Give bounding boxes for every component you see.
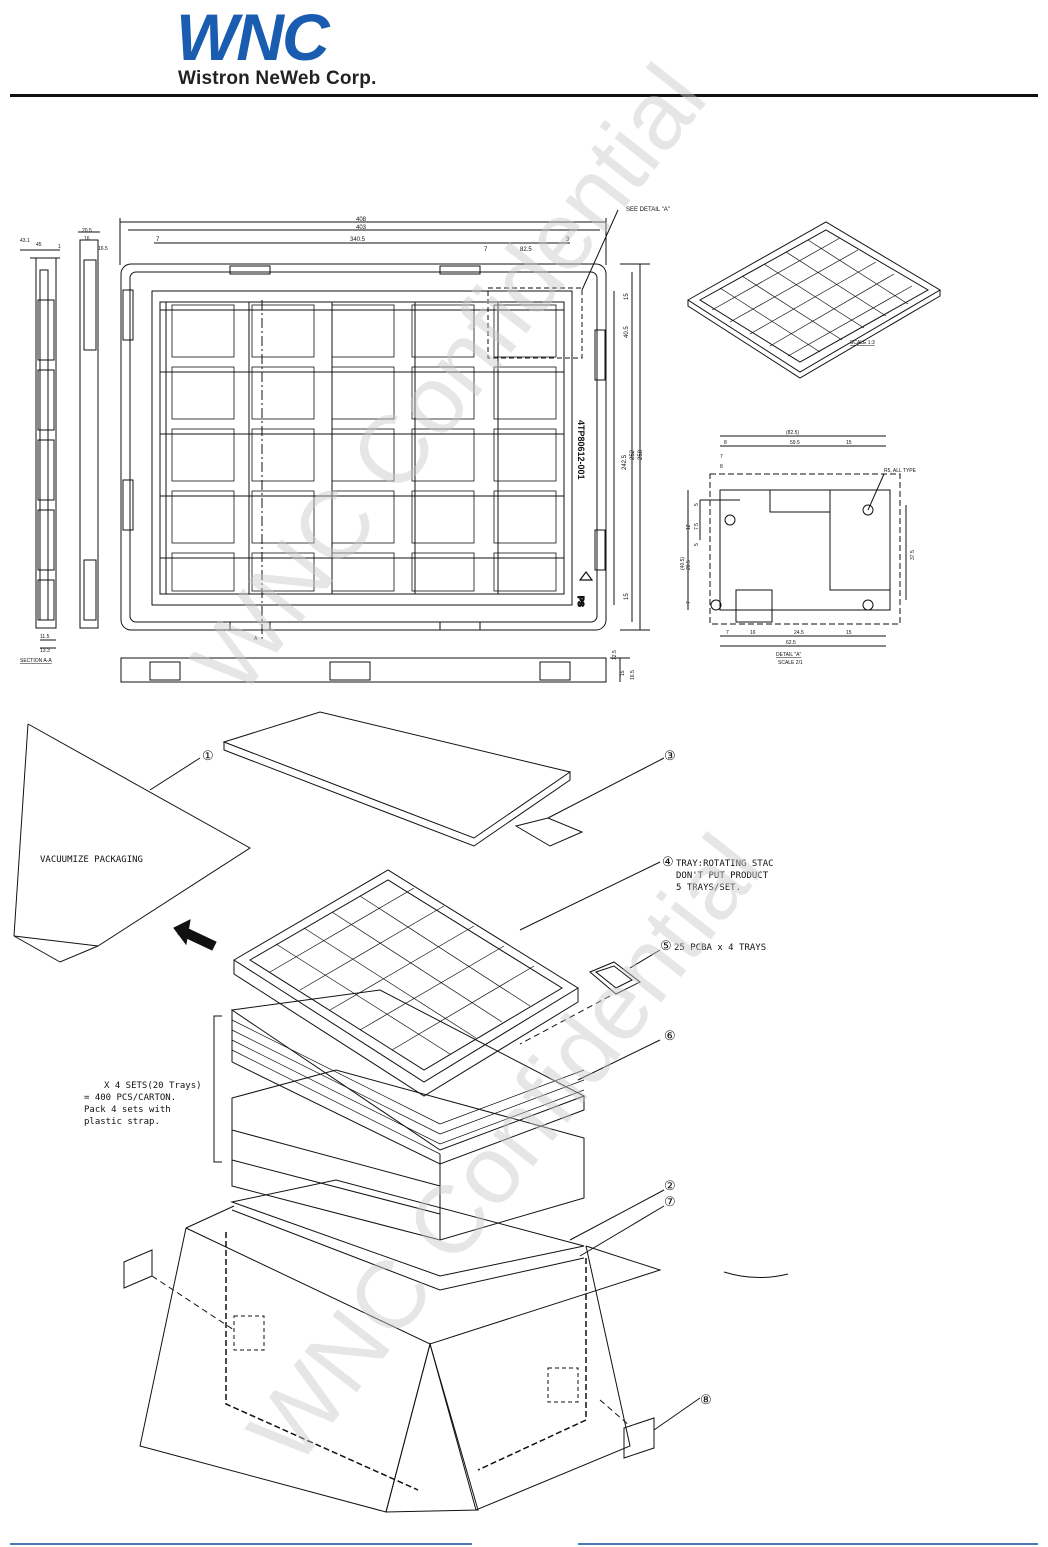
- tray-iso-view: [687, 221, 941, 379]
- callout-4: ④: [662, 854, 674, 869]
- detail-dim-top-mid: 59.5: [790, 440, 800, 446]
- dim-height-inner: 242.5: [622, 454, 628, 470]
- callout-5: ⑤: [660, 938, 672, 953]
- dim-right-offset: 7: [484, 247, 488, 253]
- dim-top-inner: 403: [356, 225, 367, 231]
- side-dim-2: 16: [84, 236, 90, 242]
- detail-left-dim-6: 5: [694, 543, 700, 546]
- part-number: 4TP80612-001: [576, 420, 586, 480]
- vacuum-label: VACUUMIZE PACKAGING: [40, 855, 143, 865]
- detail-dim-bottom-a: 16: [750, 630, 756, 636]
- pcba-note: 25 PCBA x 4 TRAYS: [674, 943, 766, 953]
- recycle-icon: PS: [575, 571, 594, 608]
- sets-line2: = 400 PCS/CARTON.: [84, 1093, 176, 1103]
- iso-scale-label: SCALE 1:3: [850, 340, 875, 346]
- watermark-bottom: WNC Confidential: [228, 816, 782, 1483]
- section-bottom-1: 11.5: [40, 634, 50, 640]
- detail-dim-left-outer: (40.5): [680, 557, 686, 570]
- callout-8: ⑧: [700, 1392, 712, 1407]
- dim-height-mid: 252: [630, 449, 636, 460]
- detail-dim-bottom-right: 15: [846, 630, 852, 636]
- svg-text:A: A: [254, 636, 258, 642]
- detail-dim-top-right: 15: [846, 440, 852, 446]
- detail-label: DETAIL "A": [776, 652, 801, 658]
- detail-dim-bottom-left: 7: [726, 630, 729, 636]
- detail-dim-right: 37.5: [910, 550, 916, 560]
- sets-line3: Pack 4 sets with: [84, 1105, 171, 1115]
- section-dim-4: 16.5: [98, 246, 108, 252]
- company-logo: WNC Wistron NeWeb Corp.: [176, 10, 421, 90]
- footer-rule-right: [578, 1543, 1038, 1545]
- detail-a-view: [687, 435, 907, 647]
- dim-right-pitch: 82.5: [520, 247, 532, 253]
- dim-top-pitch: 340.5: [350, 237, 366, 243]
- section-dim-3: 1: [58, 244, 61, 250]
- callout-2: ②: [664, 1178, 676, 1193]
- detail-scale: SCALE 2/1: [778, 660, 803, 666]
- detail-left-dim-1: 7: [720, 454, 723, 460]
- callout-3: ③: [664, 748, 676, 763]
- tray-note-line2: DON'T PUT PRODUCT: [676, 871, 769, 881]
- section-label: SECTION A-A: [20, 658, 52, 664]
- callout-1: ①: [202, 748, 214, 763]
- detail-dim-top: (82.5): [786, 430, 799, 436]
- footer-rule-left: [10, 1543, 472, 1545]
- detail-left-dim-3: 5: [694, 503, 700, 506]
- dim-bottom-margin: 15: [624, 593, 630, 600]
- dim-top-overall: 408: [356, 217, 367, 223]
- dim-top-margin: 15: [624, 293, 630, 300]
- tray-top-view: [119, 209, 650, 683]
- tray-note-line3: 5 TRAYS/SET.: [676, 883, 741, 893]
- packing-exploded-view: [13, 711, 789, 1513]
- see-detail-label: SEE DETAIL "A": [626, 207, 670, 213]
- section-dim-2: 45: [36, 242, 42, 248]
- sets-line1: X 4 SETS(20 Trays): [104, 1081, 202, 1091]
- dim-left-offset: 7: [156, 237, 160, 243]
- dim-row-pitch: 40.5: [624, 326, 630, 338]
- detail-left-dim-5: 7.5: [694, 523, 700, 530]
- bottom-side-dim-1: 12.5: [612, 650, 618, 660]
- sets-line4: plastic strap.: [84, 1117, 160, 1127]
- side-dim-1: 20.5: [82, 228, 92, 234]
- header-divider: [10, 94, 1038, 97]
- wnc-logo-mark: WNC: [176, 10, 333, 68]
- detail-dim-bottom-mid: 24.5: [794, 630, 804, 636]
- svg-text:PS: PS: [576, 596, 585, 607]
- detail-left-dim-2: 8: [720, 464, 723, 470]
- dim-right-edge: 3: [566, 237, 570, 243]
- detail-left-dim-7: 20.5: [686, 560, 692, 570]
- logo-mark-text: WNC: [176, 10, 331, 68]
- detail-dim-bottom-total: 62.5: [786, 640, 796, 646]
- detail-dim-top-left: 8: [724, 440, 727, 446]
- company-name: Wistron NeWeb Corp.: [178, 68, 377, 89]
- dim-height-outer: 258: [638, 449, 644, 460]
- bottom-side-dim-2: 15: [620, 670, 626, 676]
- callout-7: ⑦: [664, 1194, 676, 1209]
- detail-hole-note: R5, ALL TYPE: [884, 468, 917, 474]
- section-bottom-2: 13.3: [40, 648, 50, 654]
- tray-note-line1: TRAY:ROTATING STAC: [676, 859, 774, 869]
- section-view: [20, 231, 100, 649]
- bottom-side-dim-3: 16.5: [630, 670, 636, 680]
- detail-left-dim-4: 12: [686, 524, 692, 530]
- detail-left-dim-8: 7: [686, 601, 692, 604]
- section-dim-1: 43.1: [20, 238, 30, 244]
- callout-6: ⑥: [664, 1028, 676, 1043]
